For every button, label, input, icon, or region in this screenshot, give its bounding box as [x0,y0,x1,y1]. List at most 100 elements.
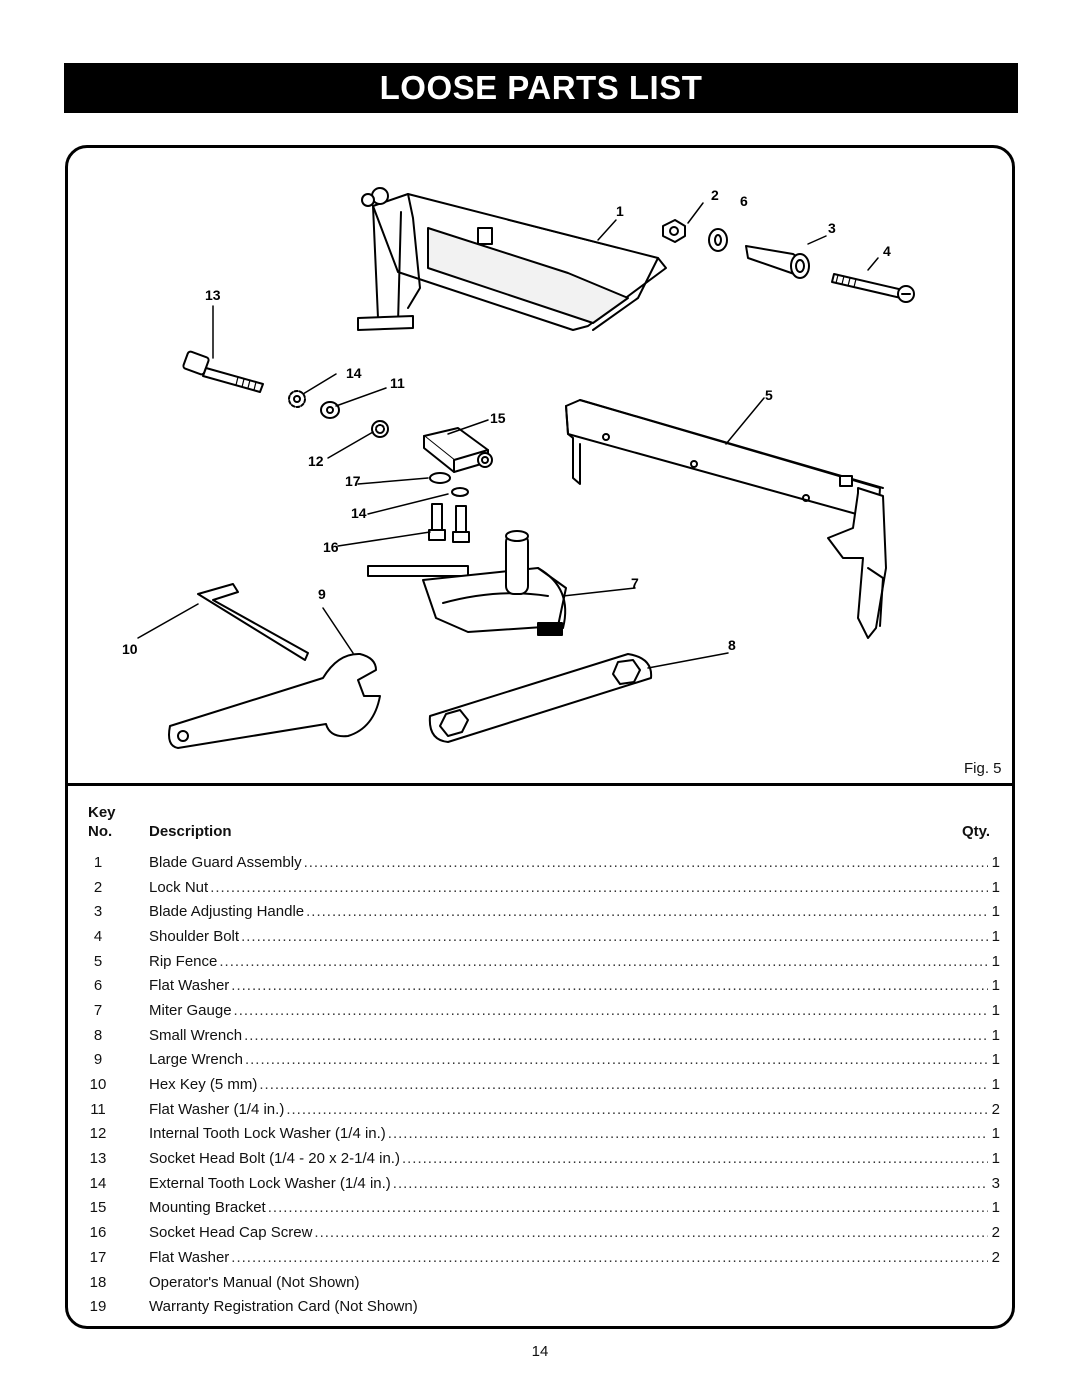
part-qty: 1 [991,1125,1000,1143]
part-number: 7 [93,1001,103,1019]
dot-leader: ........................................… [210,878,988,896]
part-description-line: External Tooth Lock Washer (1/4 in.)....… [149,1175,1000,1192]
part-number: 11 [90,1100,106,1118]
dot-leader: ........................................… [244,1026,988,1044]
part-number: 9 [93,1051,103,1069]
part-qty: 1 [991,927,1000,945]
table-row: 8 Small Wrench...........................… [80,1023,1000,1048]
part-description: Shoulder Bolt [149,927,240,945]
table-row: 10 Hex Key (5 mm)........................… [80,1072,1000,1097]
part-qty: 1 [991,878,1000,896]
part-description: Flat Washer (1/4 in.) [149,1100,285,1118]
part-qty: 1 [991,1150,1000,1168]
dot-leader: ........................................… [314,1224,988,1242]
content-frame [65,145,1015,1329]
external-tooth-lock-washer-drawing [288,390,306,408]
table-row: 11 Flat Washer (1/4 in.).................… [80,1097,1000,1122]
part-qty: 1 [991,1051,1000,1069]
figure-divider [65,783,1015,786]
blade-guard-assembly-drawing [357,187,667,331]
header-description: Description [149,823,232,840]
callout-4: 4 [883,243,891,259]
header-key: Key [88,804,116,821]
lock-nut-drawing [662,219,686,243]
callout-8: 8 [728,637,736,653]
part-description: Socket Head Cap Screw [149,1224,313,1242]
dot-leader: ........................................… [231,1248,988,1266]
callout-leaders [137,202,879,669]
part-description: Internal Tooth Lock Washer (1/4 in.) [149,1125,386,1143]
part-description-line: Flat Washer.............................… [149,977,1000,994]
dot-leader: ........................................… [392,1174,988,1192]
part-description-line: Miter Gauge.............................… [149,1002,1000,1019]
parts-diagram: 1 2 6 3 4 13 14 11 5 15 12 17 14 16 9 7 … [122,187,915,749]
callout-12: 12 [308,453,324,469]
part-description-line: Flat Washer (1/4 in.)...................… [149,1101,1000,1118]
shoulder-bolt-drawing [831,273,915,303]
part-description: Lock Nut [149,878,209,896]
callout-15: 15 [490,410,506,426]
dot-leader: ........................................… [233,1001,988,1019]
part-description-line: Lock Nut................................… [149,879,1000,896]
page-number: 14 [531,1343,549,1360]
dot-leader: ........................................… [259,1076,988,1094]
part-qty: 1 [991,903,1000,921]
flat-washer-small-drawing [429,472,451,484]
part-description-line: Blade Adjusting Handle..................… [149,903,1000,920]
part-description: Flat Washer [149,977,230,995]
table-row: 1 Blade Guard Assembly...................… [80,850,1000,875]
dot-leader: ........................................… [219,952,988,970]
part-description-line: Shoulder Bolt...........................… [149,928,1000,945]
table-row: 7 Miter Gauge............................… [80,998,1000,1023]
flat-washer-quarter-drawing [320,401,340,419]
dot-leader: ........................................… [387,1125,988,1143]
part-description: Socket Head Bolt (1/4 - 20 x 2-1/4 in.) [149,1150,400,1168]
part-description: Mounting Bracket [149,1199,266,1217]
part-number: 12 [89,1125,107,1143]
part-description-line: Socket Head Bolt (1/4 - 20 x 2-1/4 in.).… [149,1150,1000,1167]
part-description-line: Blade Guard Assembly....................… [149,854,1000,871]
part-number: 18 [89,1273,107,1291]
socket-head-bolt-drawing [182,350,264,393]
part-number: 1 [93,853,103,871]
callout-17: 17 [345,473,361,489]
blade-adjusting-handle-drawing [745,245,810,279]
dot-leader: ........................................… [303,853,988,871]
part-number: 5 [93,952,103,970]
part-number: 10 [89,1076,107,1094]
callout-10: 10 [122,641,138,657]
header-qty: Qty. [962,823,991,840]
dot-leader: ........................................… [401,1150,988,1168]
part-description: Flat Washer [149,1248,230,1266]
table-row: 5 Rip Fence..............................… [80,949,1000,974]
table-row: 14 External Tooth Lock Washer (1/4 in.)..… [80,1171,1000,1196]
header-no: No. [88,823,113,840]
part-qty: 2 [991,1100,1000,1118]
part-description: Warranty Registration Card (Not Shown) [149,1298,418,1316]
part-description: Large Wrench [149,1051,243,1069]
part-number: 8 [93,1026,103,1044]
part-qty: 2 [991,1224,1000,1242]
dot-leader: ........................................… [241,927,988,945]
callout-9: 9 [318,586,326,602]
part-description-line: Flat Washer.............................… [149,1249,1000,1266]
part-number: 4 [93,927,103,945]
part-description-line: Small Wrench............................… [149,1027,1000,1044]
part-description-line: Rip Fence...............................… [149,953,1000,970]
part-description-line: Hex Key (5 mm)..........................… [149,1076,1000,1093]
table-row: 4 Shoulder Bolt..........................… [80,924,1000,949]
callout-13: 13 [205,287,221,303]
part-description: Operator's Manual (Not Shown) [149,1273,360,1291]
part-description-line: Operator's Manual (Not Shown) [149,1274,1000,1291]
part-number: 14 [89,1174,107,1192]
table-row: 18 Operator's Manual (Not Shown) [80,1270,1000,1295]
part-qty: 1 [991,952,1000,970]
callout-16: 16 [323,539,339,555]
part-qty: 2 [991,1248,1000,1266]
callout-14a: 14 [346,365,362,381]
